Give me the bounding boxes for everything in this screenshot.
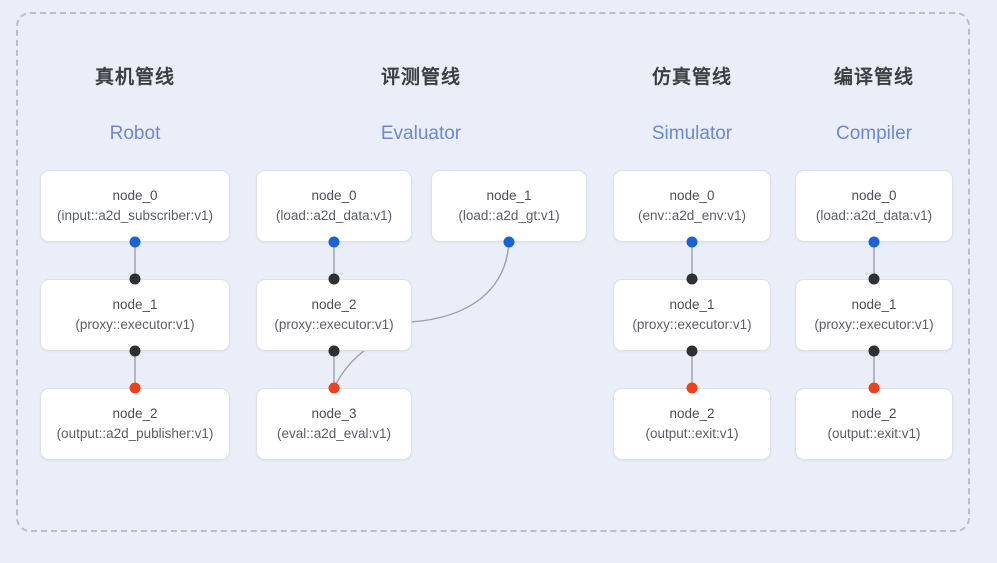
node-name: node_2 bbox=[311, 297, 357, 312]
node-sim-node-1[interactable]: node_1 (proxy::executor:v1) bbox=[613, 279, 771, 351]
node-comp-node-0[interactable]: node_0 (load::a2d_data:v1) bbox=[795, 170, 953, 242]
column-title-en-compiler: Compiler bbox=[835, 123, 913, 144]
port-input-eval-node-3[interactable] bbox=[328, 382, 340, 394]
node-spec: (output::exit:v1) bbox=[827, 426, 921, 441]
node-name: node_1 bbox=[112, 297, 158, 312]
node-spec: (eval::a2d_eval:v1) bbox=[276, 426, 392, 441]
node-spec: (output::exit:v1) bbox=[645, 426, 739, 441]
port-output-eval-node-2[interactable] bbox=[328, 345, 340, 357]
port-output-sim-node-1[interactable] bbox=[686, 345, 698, 357]
node-name: node_1 bbox=[486, 188, 532, 203]
port-input-sim-node-2[interactable] bbox=[686, 382, 698, 394]
node-spec: (load::a2d_data:v1) bbox=[815, 208, 933, 223]
node-spec: (output::a2d_publisher:v1) bbox=[56, 426, 214, 441]
port-output-comp-node-0[interactable] bbox=[868, 236, 880, 248]
node-spec: (load::a2d_gt:v1) bbox=[458, 208, 560, 223]
port-input-sim-node-1[interactable] bbox=[686, 273, 698, 285]
node-spec: (proxy::executor:v1) bbox=[814, 317, 934, 332]
port-output-sim-node-0[interactable] bbox=[686, 236, 698, 248]
port-output-robot-node-1[interactable] bbox=[129, 345, 141, 357]
pipeline-group-frame bbox=[16, 12, 970, 532]
node-spec: (proxy::executor:v1) bbox=[632, 317, 752, 332]
node-spec: (load::a2d_data:v1) bbox=[275, 208, 393, 223]
node-eval-node-0[interactable]: node_0 (load::a2d_data:v1) bbox=[256, 170, 412, 242]
column-title-en-robot: Robot bbox=[109, 123, 161, 144]
port-input-comp-node-2[interactable] bbox=[868, 382, 880, 394]
port-output-eval-node-1[interactable] bbox=[503, 236, 515, 248]
node-name: node_2 bbox=[669, 406, 715, 421]
port-input-eval-node-2[interactable] bbox=[328, 273, 340, 285]
port-input-comp-node-1[interactable] bbox=[868, 273, 880, 285]
port-output-comp-node-1[interactable] bbox=[868, 345, 880, 357]
column-title-en-simulator: Simulator bbox=[651, 123, 733, 144]
column-header-robot: 真机管线 Robot bbox=[40, 62, 230, 145]
column-title-cn-simulator: 仿真管线 bbox=[651, 67, 732, 88]
node-comp-node-1[interactable]: node_1 (proxy::executor:v1) bbox=[795, 279, 953, 351]
node-spec: (input::a2d_subscriber:v1) bbox=[56, 208, 214, 223]
column-title-cn-robot: 真机管线 bbox=[94, 67, 175, 88]
node-name: node_1 bbox=[851, 297, 897, 312]
node-robot-node-0[interactable]: node_0 (input::a2d_subscriber:v1) bbox=[40, 170, 230, 242]
node-eval-node-2[interactable]: node_2 (proxy::executor:v1) bbox=[256, 279, 412, 351]
node-eval-node-3[interactable]: node_3 (eval::a2d_eval:v1) bbox=[256, 388, 412, 460]
column-header-evaluator: 评测管线 Evaluator bbox=[326, 62, 516, 145]
column-header-simulator: 仿真管线 Simulator bbox=[597, 62, 787, 145]
node-name: node_0 bbox=[311, 188, 357, 203]
node-spec: (proxy::executor:v1) bbox=[75, 317, 195, 332]
node-robot-node-2[interactable]: node_2 (output::a2d_publisher:v1) bbox=[40, 388, 230, 460]
node-name: node_0 bbox=[851, 188, 897, 203]
column-title-cn-evaluator: 评测管线 bbox=[380, 67, 461, 88]
node-sim-node-0[interactable]: node_0 (env::a2d_env:v1) bbox=[613, 170, 771, 242]
node-name: node_2 bbox=[851, 406, 897, 421]
column-title-cn-compiler: 编译管线 bbox=[833, 67, 914, 88]
node-comp-node-2[interactable]: node_2 (output::exit:v1) bbox=[795, 388, 953, 460]
node-spec: (env::a2d_env:v1) bbox=[637, 208, 747, 223]
column-title-en-evaluator: Evaluator bbox=[380, 123, 462, 144]
node-name: node_0 bbox=[669, 188, 715, 203]
port-output-eval-node-0[interactable] bbox=[328, 236, 340, 248]
node-name: node_3 bbox=[311, 406, 357, 421]
node-spec: (proxy::executor:v1) bbox=[274, 317, 394, 332]
port-input-robot-node-2[interactable] bbox=[129, 382, 141, 394]
node-eval-node-1[interactable]: node_1 (load::a2d_gt:v1) bbox=[431, 170, 587, 242]
node-robot-node-1[interactable]: node_1 (proxy::executor:v1) bbox=[40, 279, 230, 351]
port-output-robot-node-0[interactable] bbox=[129, 236, 141, 248]
node-sim-node-2[interactable]: node_2 (output::exit:v1) bbox=[613, 388, 771, 460]
node-name: node_2 bbox=[112, 406, 158, 421]
node-name: node_1 bbox=[669, 297, 715, 312]
column-header-compiler: 编译管线 Compiler bbox=[779, 62, 969, 145]
node-name: node_0 bbox=[112, 188, 158, 203]
port-input-robot-node-1[interactable] bbox=[129, 273, 141, 285]
